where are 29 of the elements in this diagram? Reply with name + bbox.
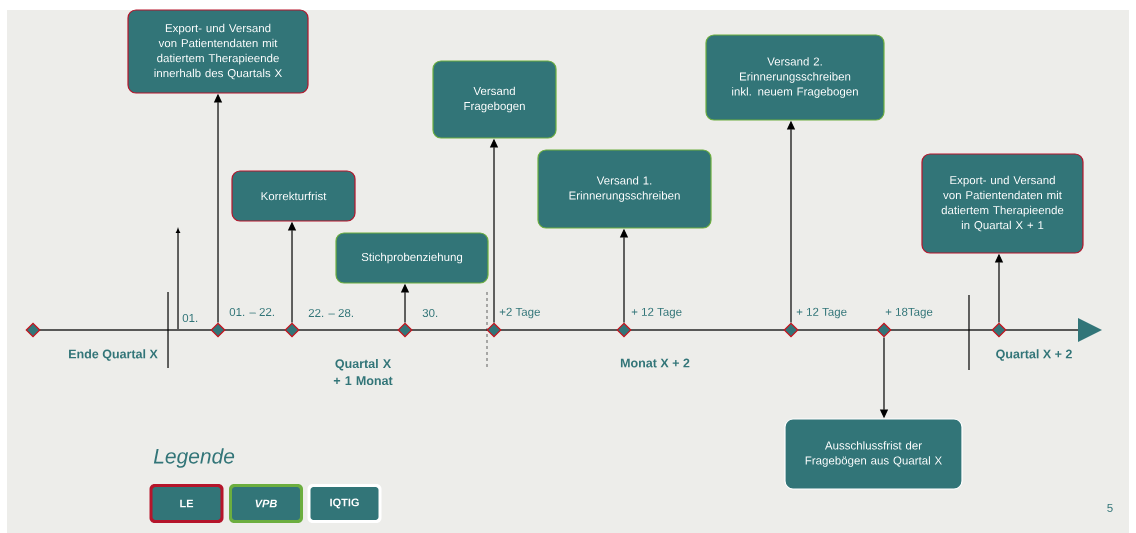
event-box: Export- und Versand von Patientendaten mit datiertem Therapieende innerhalb des Quartals X (127, 9, 309, 94)
event-box: Ausschlussfrist der Fragebögen aus Quartal X (784, 418, 963, 490)
event-box: Versand Fragebogen (432, 60, 557, 139)
legend-key: VPB (229, 484, 303, 523)
milestone-diamond (876, 322, 892, 338)
event-box: Export- und Versand von Patientendaten mit datiertem Therapieende in Quartal X + 1 (921, 153, 1084, 254)
event-box: Versand 2. Erinnerungsschreiben inkl. neuem Fragebogen (705, 34, 885, 121)
legend-title: Legende (153, 448, 235, 468)
period-label: Quartal X + 1 Monat (333, 358, 393, 386)
event-box: Versand 1. Erinnerungsschreiben (537, 149, 712, 229)
date-label: 01. – 22. (229, 307, 274, 317)
milestone-diamond (616, 322, 632, 338)
legend-key: IQTIG (307, 484, 382, 523)
milestone-diamond (210, 322, 226, 338)
date-label: 22. – 28. (308, 308, 353, 318)
milestone-diamond (486, 322, 502, 338)
milestone-diamond (25, 322, 41, 338)
date-label: 01. (182, 313, 198, 323)
period-label: Monat X + 2 (620, 358, 690, 368)
event-box: Stichprobenziehung (335, 232, 489, 284)
page-number: 5 (1107, 504, 1113, 512)
milestone-diamond (284, 322, 300, 338)
milestone-diamond (397, 322, 413, 338)
legend-key: LE (149, 484, 224, 523)
period-label: Ende Quartal X (69, 349, 158, 361)
event-box: Korrekturfrist (231, 170, 356, 222)
milestone-diamond (783, 322, 799, 338)
milestone-diamond (991, 322, 1007, 338)
date-label: 30. (422, 308, 438, 318)
